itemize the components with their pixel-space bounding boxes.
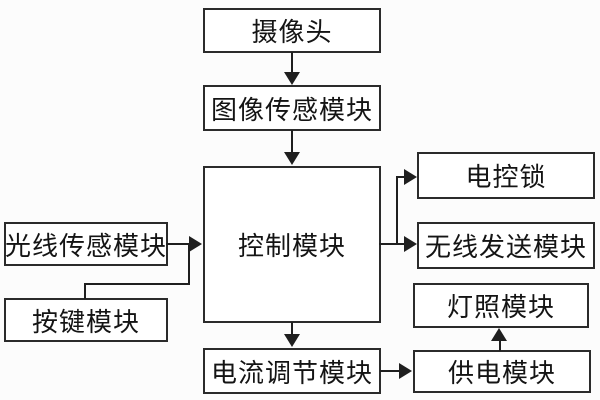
node-button: 按键模块 bbox=[4, 298, 168, 342]
arrowhead-right-icon bbox=[404, 236, 417, 252]
arrowhead-down-icon bbox=[284, 152, 300, 165]
arrowhead-right-icon bbox=[399, 363, 412, 379]
edge-line bbox=[396, 176, 398, 245]
node-image-sensor: 图像传感模块 bbox=[203, 85, 381, 131]
arrowhead-up-icon bbox=[491, 328, 507, 341]
edge-line bbox=[291, 322, 293, 335]
edge-line bbox=[84, 283, 190, 285]
edge-line bbox=[291, 52, 293, 73]
arrowhead-down-icon bbox=[284, 334, 300, 347]
edge-line bbox=[188, 243, 190, 285]
edge-line bbox=[499, 340, 501, 351]
node-camera: 摄像头 bbox=[203, 8, 381, 53]
node-electric-lock: 电控锁 bbox=[417, 152, 595, 199]
node-wireless-send: 无线发送模块 bbox=[417, 222, 595, 269]
node-current-regulator: 电流调节模块 bbox=[203, 348, 381, 394]
arrowhead-right-icon bbox=[404, 169, 417, 185]
edge-line bbox=[379, 243, 405, 245]
edge-line bbox=[291, 130, 293, 153]
edge-line bbox=[166, 243, 190, 245]
node-lighting: 灯照模块 bbox=[413, 283, 589, 328]
edge-line bbox=[84, 283, 86, 299]
edge-line bbox=[380, 370, 400, 372]
arrowhead-down-icon bbox=[284, 72, 300, 85]
edge-line bbox=[396, 176, 406, 178]
node-light-sensor: 光线传感模块 bbox=[4, 222, 168, 266]
node-power-supply: 供电模块 bbox=[413, 350, 591, 393]
node-control: 控制模块 bbox=[203, 166, 381, 323]
arrowhead-right-icon bbox=[189, 236, 202, 252]
